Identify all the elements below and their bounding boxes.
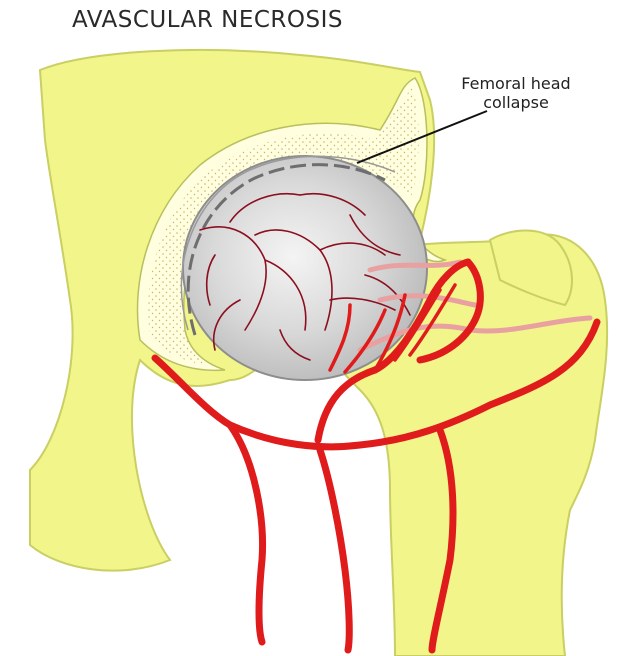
hip-joint-illustration bbox=[0, 0, 625, 656]
